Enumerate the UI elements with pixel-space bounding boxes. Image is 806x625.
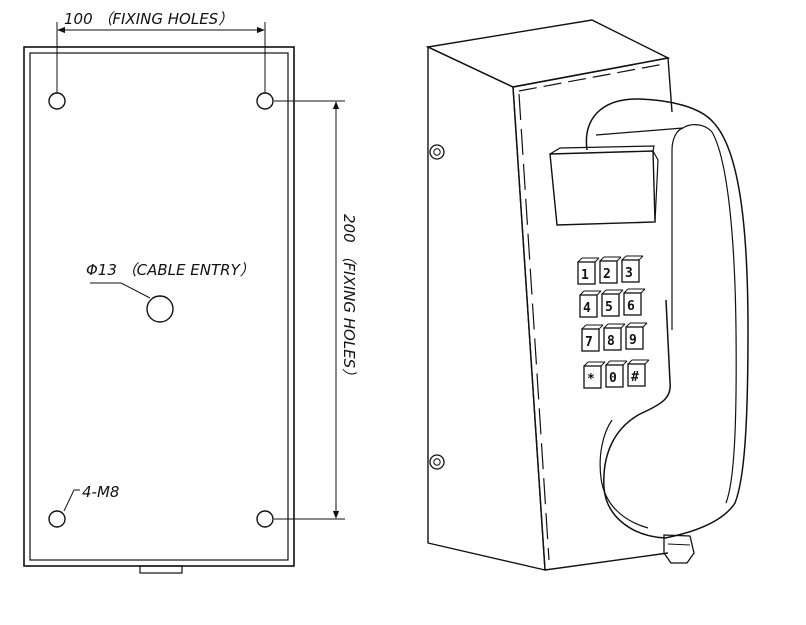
bottom-tab <box>139 565 183 574</box>
svg-text:2: 2 <box>603 267 611 282</box>
handset-cord-outlet <box>663 534 695 564</box>
svg-text:*: * <box>587 372 595 387</box>
keypad-key-8[interactable]: 8 <box>603 323 626 351</box>
front-view: Φ13 （CABLE ENTRY） 100 （FIXING HOLES） 200… <box>23 10 358 574</box>
housing-front-face <box>512 57 673 113</box>
keypad-key-7[interactable]: 7 <box>581 324 604 352</box>
fixing-hole-top-right <box>256 92 274 110</box>
keypad-key-0[interactable]: 0 <box>605 360 628 388</box>
housing-top-face <box>425 19 671 88</box>
isometric-view: 1 2 3 4 5 <box>425 19 749 571</box>
keypad-key-hash[interactable]: # <box>627 359 650 387</box>
cable-entry-hole <box>146 295 174 323</box>
keypad-key-9[interactable]: 9 <box>625 322 648 350</box>
svg-text:5: 5 <box>605 300 613 315</box>
svg-text:4: 4 <box>583 301 591 316</box>
svg-text:3: 3 <box>625 266 633 281</box>
handset <box>585 98 749 539</box>
keypad-key-2[interactable]: 2 <box>599 256 622 284</box>
side-hole-upper <box>429 144 445 160</box>
keypad-key-6[interactable]: 6 <box>623 288 646 316</box>
dimension-width-label: 100 （FIXING HOLES） <box>64 10 233 28</box>
mount-holes-label: 4-M8 <box>82 483 119 501</box>
keypad-key-4[interactable]: 4 <box>579 290 602 318</box>
keypad: 1 2 3 4 5 <box>577 255 650 389</box>
front-plate-inner <box>29 52 289 561</box>
svg-text:8: 8 <box>607 334 615 349</box>
svg-text:0: 0 <box>609 371 617 386</box>
front-plate-outer <box>23 46 295 567</box>
hidden-edge-side <box>518 93 550 561</box>
fixing-hole-bottom-left <box>48 510 66 528</box>
keypad-key-3[interactable]: 3 <box>621 255 644 283</box>
hidden-edge-top <box>518 63 665 92</box>
svg-text:1: 1 <box>581 268 589 283</box>
fixing-hole-top-left <box>48 92 66 110</box>
fixing-hole-bottom-right <box>256 510 274 528</box>
side-hole-lower <box>429 454 445 470</box>
svg-text:7: 7 <box>585 335 593 350</box>
handset-hook <box>549 150 656 226</box>
keypad-key-5[interactable]: 5 <box>601 289 624 317</box>
cable-entry-label: Φ13 （CABLE ENTRY） <box>86 261 255 279</box>
keypad-key-star[interactable]: * <box>583 361 606 389</box>
dimension-height-label: 200 （FIXING HOLES） <box>340 214 358 383</box>
keypad-key-1[interactable]: 1 <box>577 257 600 285</box>
svg-text:6: 6 <box>627 299 635 314</box>
svg-text:9: 9 <box>629 333 637 348</box>
svg-text:#: # <box>631 370 639 385</box>
